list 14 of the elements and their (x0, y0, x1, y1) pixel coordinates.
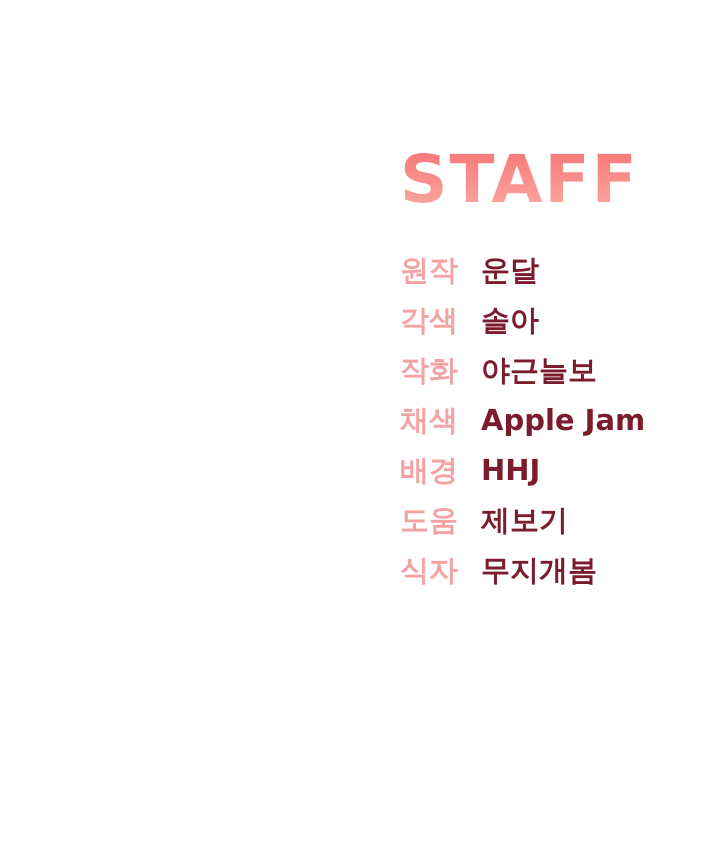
credit-name: 운달 (481, 252, 539, 289)
credit-name: HHJ (481, 452, 540, 489)
credit-name: 제보기 (481, 502, 568, 539)
credit-role: 각색 (400, 302, 458, 339)
credit-role: 도움 (400, 502, 458, 539)
credit-role: 채색 (400, 402, 458, 439)
credit-name: 무지개봄 (481, 552, 597, 589)
credit-role: 식자 (400, 552, 458, 589)
credit-name: 야근늘보 (481, 352, 597, 389)
credit-name: 솔아 (481, 302, 539, 339)
credit-role: 작화 (400, 352, 458, 389)
credit-name: Apple Jam (481, 402, 646, 439)
credit-role: 원작 (400, 252, 458, 289)
credit-role: 배경 (400, 452, 458, 489)
